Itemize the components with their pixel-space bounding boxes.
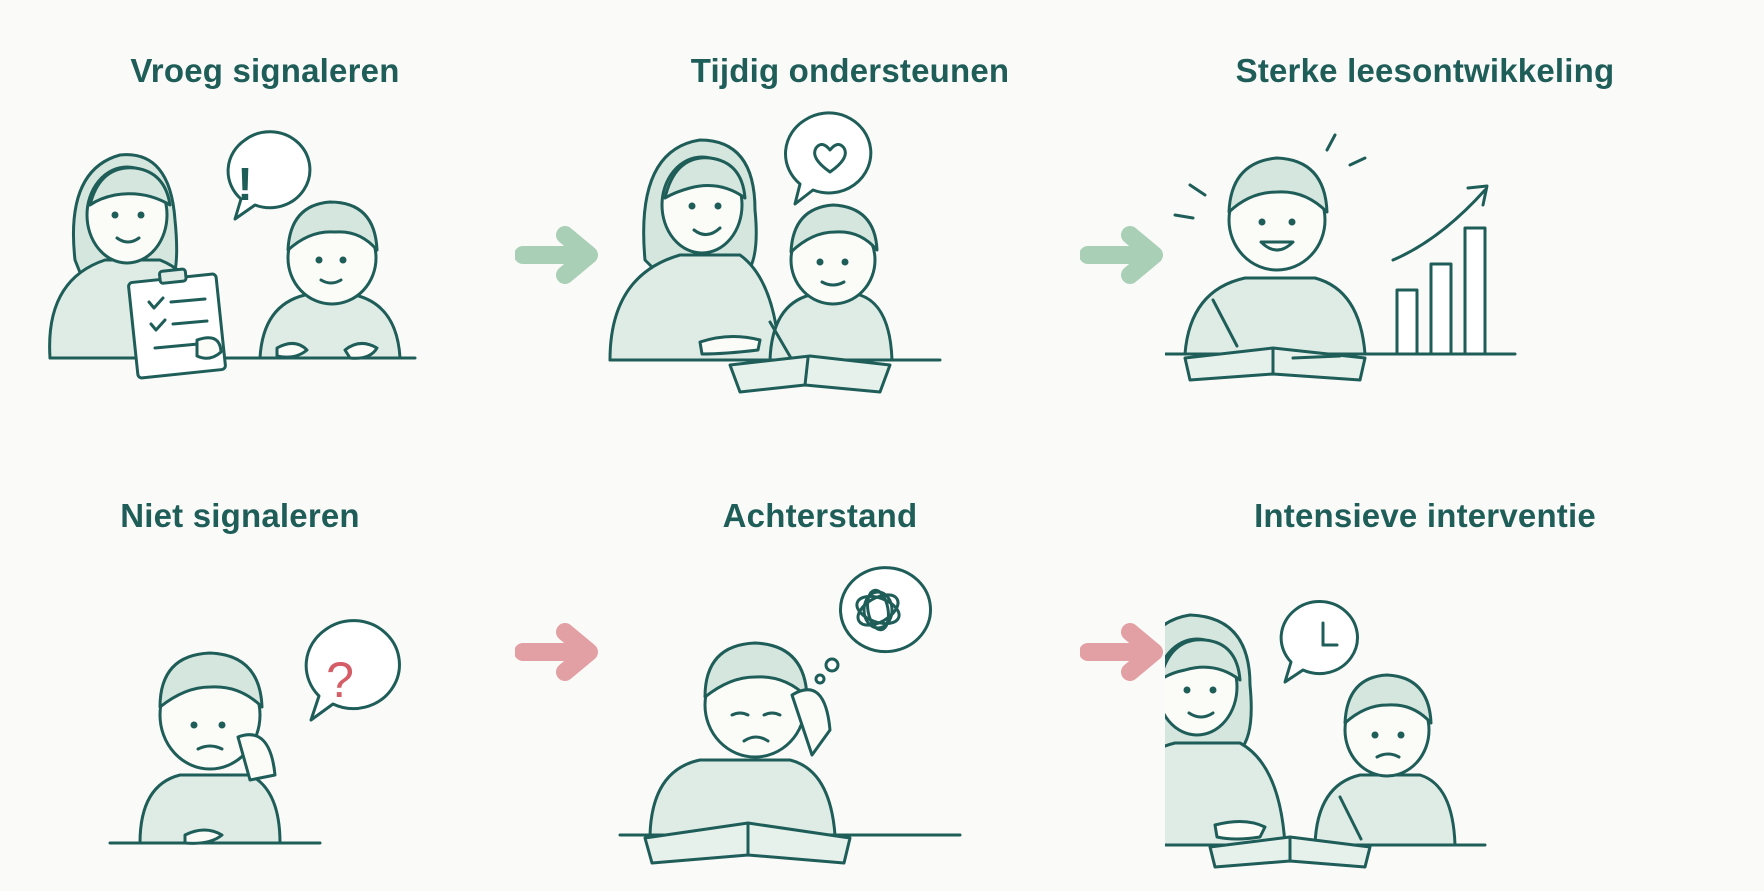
panel-title: Achterstand (722, 497, 918, 534)
panel-niet-signaleren: Niet signaleren ? (0, 445, 500, 890)
thought-bubble-tangle (814, 566, 932, 685)
panel-title: Tijdig ondersteunen (690, 52, 1010, 89)
teacher-intensive-support-illustration (1165, 600, 1487, 869)
speech-bubble-clock (1279, 600, 1359, 684)
panel-vroeg-signaleren: Vroeg signaleren (5, 0, 525, 445)
negative-pathway-row: Niet signaleren ? Achterstand (0, 445, 1764, 890)
arrow-right-icon (1080, 226, 1163, 284)
panel-tijdig-ondersteunen: Tijdig ondersteunen (590, 0, 1110, 445)
panel-title: Vroeg signaleren (130, 52, 400, 89)
clipboard-icon (127, 267, 227, 380)
speech-bubble-question: ? (304, 619, 401, 722)
panel-title: Niet signaleren (120, 497, 360, 534)
growth-bar-chart-icon (1373, 184, 1512, 356)
panel-intensieve-interventie: Intensieve interventie (1165, 445, 1685, 890)
confused-child-illustration: ? (108, 619, 401, 845)
speech-bubble-heart (784, 111, 873, 206)
happy-child-reading-illustration (1165, 133, 1517, 382)
arrow-right-icon (515, 623, 598, 681)
arrow-right-icon (1080, 623, 1163, 681)
question-mark: ? (326, 652, 354, 708)
heart-icon (813, 143, 847, 174)
exclamation-mark: ! (237, 158, 252, 210)
speech-bubble-exclamation: ! (226, 130, 312, 221)
positive-pathway-row: Vroeg signaleren (0, 0, 1764, 445)
clock-icon (1321, 621, 1339, 647)
panel-title: Intensieve interventie (1254, 497, 1596, 534)
teacher-with-clipboard-illustration: ! (48, 130, 417, 380)
struggling-child-illustration (618, 566, 962, 865)
teacher-helping-child-illustration (608, 111, 942, 394)
panel-sterke-leesontwikkeling: Sterke leesontwikkeling (1165, 0, 1685, 445)
arrow-right-icon (515, 226, 598, 284)
panel-title: Sterke leesontwikkeling (1235, 52, 1615, 89)
scribble-icon (855, 588, 901, 632)
panel-achterstand: Achterstand (560, 445, 1080, 890)
